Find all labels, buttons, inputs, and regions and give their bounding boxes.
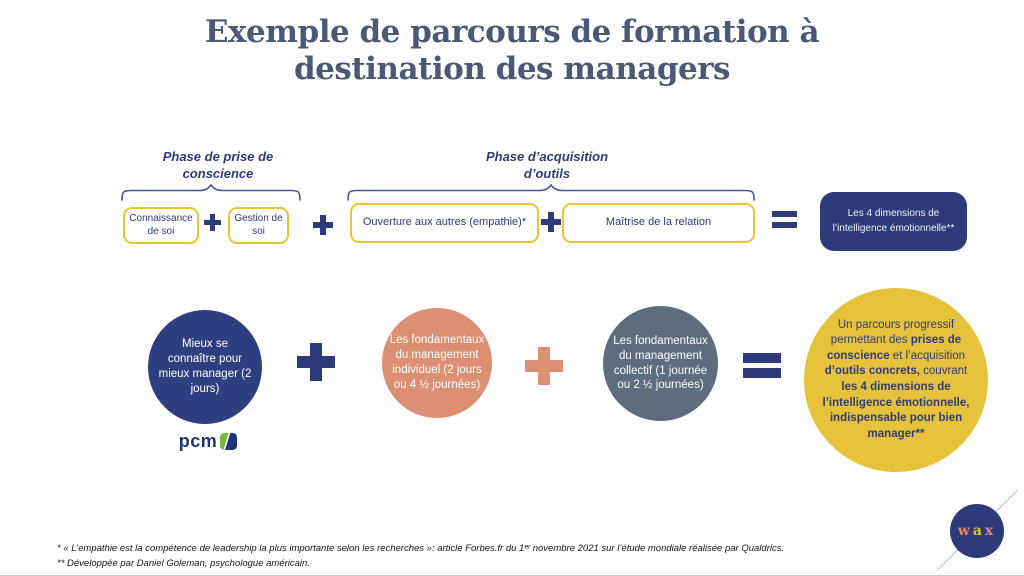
brace-icon (347, 184, 755, 201)
circle-mieux-se-connaitre: Mieux se connaître pour mieux manager (2… (148, 310, 262, 424)
plus-icon (313, 215, 333, 235)
circle-parcours-resultat: Un parcours progressif permettant des pr… (804, 288, 988, 472)
brace-icon (121, 184, 301, 201)
equals-icon (772, 211, 797, 228)
plus-icon (297, 343, 335, 381)
box-maitrise-relation: Maîtrise de la relation (562, 203, 755, 243)
page-title: Exemple de parcours de formation à desti… (204, 14, 820, 88)
footnote-1: * « L’empathie est la compétence de lead… (57, 543, 785, 554)
phase1-label: Phase de prise de conscience (162, 149, 274, 181)
equals-icon (743, 353, 781, 378)
plus-icon (525, 347, 563, 385)
result-box: Les 4 dimensions de l’intelligence émoti… (820, 192, 967, 251)
plus-icon (541, 212, 561, 232)
circle-management-collectif: Les fondamentaux du management collectif… (603, 306, 718, 421)
circle-management-individuel: Les fondamentaux du management individue… (382, 308, 492, 418)
plus-icon (204, 214, 221, 231)
footnotes: * « L’empathie est la compétence de lead… (57, 541, 957, 571)
box-connaissance-de-soi: Connaissance de soi (123, 207, 199, 244)
pcm-logo: pcm (160, 432, 256, 450)
box-gestion-de-soi: Gestion de soi (228, 207, 289, 244)
phase2-label: Phase d’acquisition d’outils (485, 149, 609, 181)
pcm-logo-text: pcm (178, 431, 218, 451)
footnote-2: ** Développée par Daniel Goleman, psycho… (57, 558, 310, 570)
pcm-logo-icon (220, 432, 238, 450)
box-ouverture-aux-autres: Ouverture aux autres (empathie)* (350, 203, 539, 243)
